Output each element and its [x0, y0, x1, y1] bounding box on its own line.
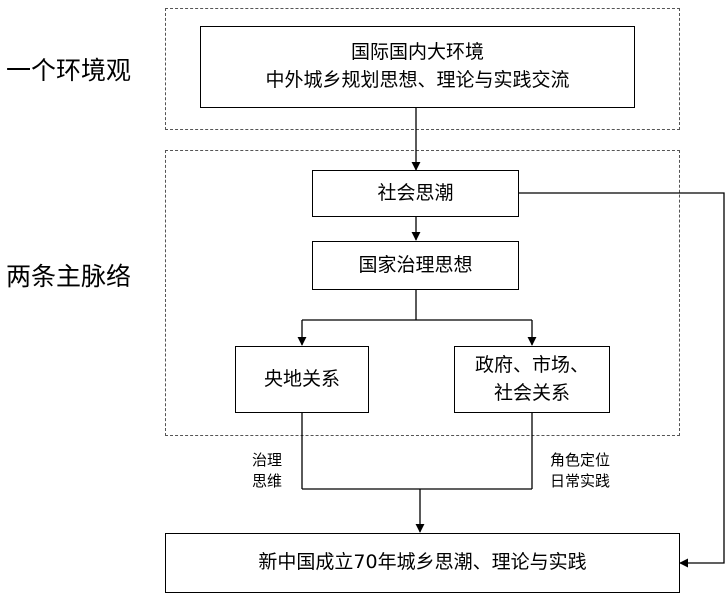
role-positioning-label: 角色定位 日常实践 — [550, 451, 611, 490]
result-box: 新中国成立70年城乡思潮、理论与实践 — [165, 533, 680, 593]
social-thought-box: 社会思潮 — [312, 170, 519, 217]
environment-box-line2: 中外城乡规划思想、理论与实践交流 — [265, 69, 570, 91]
social-thought-label: 社会思潮 — [377, 181, 454, 204]
governance-thought-box: 国家治理思想 — [312, 241, 519, 290]
environment-group — [165, 8, 680, 130]
two-main-lines-label: 两条主脉络 — [6, 262, 132, 291]
gms-line1: 政府、市场、 — [474, 353, 589, 376]
government-market-society-box: 政府、市场、 社会关系 — [454, 346, 610, 413]
gms-line2: 社会关系 — [493, 381, 570, 404]
main-lines-group — [165, 150, 680, 436]
governance-thinking-label: 治理 思维 — [252, 451, 283, 490]
result-label: 新中国成立70年城乡思潮、理论与实践 — [258, 551, 587, 574]
central-local-label: 央地关系 — [263, 367, 340, 390]
governance-thought-label: 国家治理思想 — [358, 253, 473, 276]
international-domestic-environment-box: 国际国内大环境 中外城乡规划思想、理论与实践交流 — [200, 26, 635, 108]
environment-box-line1: 国际国内大环境 — [350, 41, 484, 64]
environment-view-label: 一个环境观 — [6, 56, 132, 85]
central-local-relations-box: 央地关系 — [235, 346, 369, 413]
